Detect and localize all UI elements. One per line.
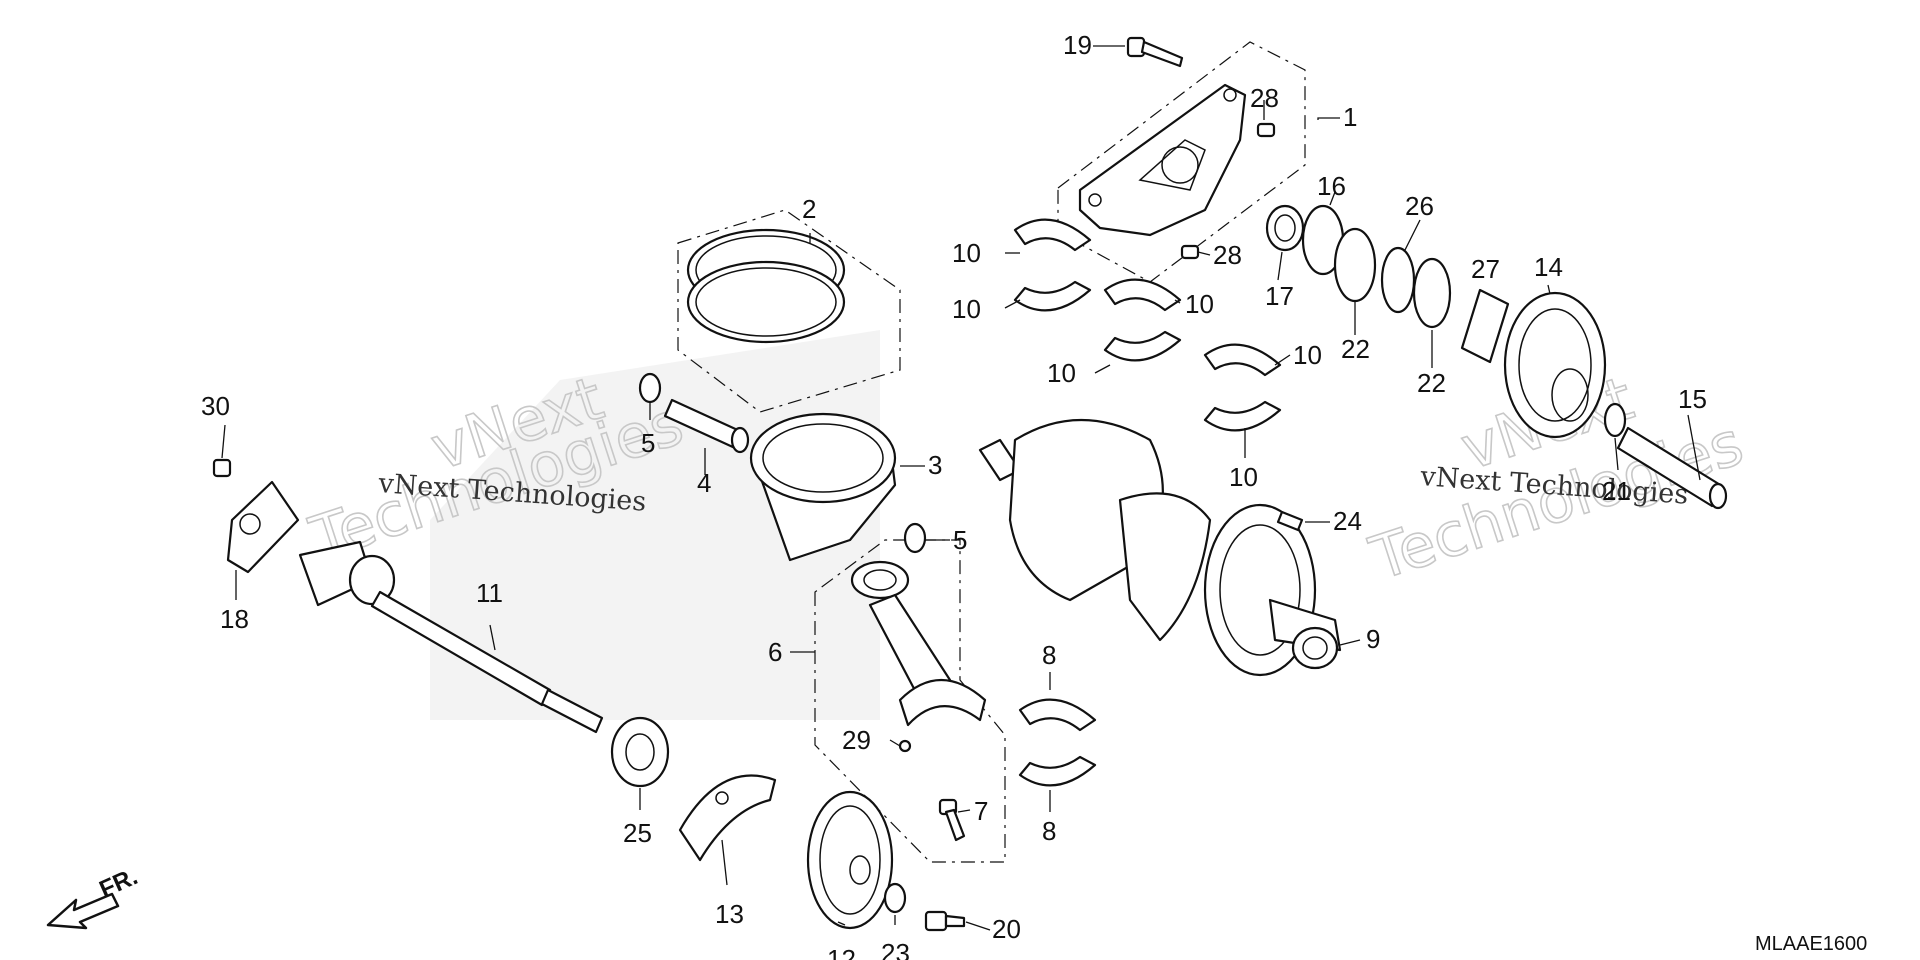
- part-11-shaft: [298, 540, 604, 734]
- callout-10-f: 10: [1229, 462, 1258, 492]
- part-22-washer-a: [1333, 227, 1377, 303]
- callout-28-lower: 28: [1213, 240, 1242, 270]
- part-12-gear: [806, 790, 894, 930]
- part-19-bolt: [1126, 36, 1184, 68]
- part-3-piston: [749, 412, 897, 562]
- part-8-bearing-b: [1018, 755, 1097, 787]
- callout-4: 4: [697, 468, 711, 498]
- part-8-bearing-a: [1018, 698, 1097, 732]
- callout-22-a: 22: [1341, 334, 1370, 364]
- callout-20: 20: [992, 914, 1021, 944]
- callout-18: 18: [220, 604, 249, 634]
- callout-24: 24: [1333, 506, 1362, 536]
- part-22-washer-b: [1412, 257, 1452, 329]
- callout-10-b: 10: [952, 294, 981, 324]
- part-24-key: [1276, 510, 1304, 532]
- callout-10-e: 10: [1293, 340, 1322, 370]
- callout-9: 9: [1366, 624, 1380, 654]
- callout-6: 6: [768, 637, 782, 667]
- part-23-washer: [883, 882, 907, 914]
- part-10-bearing-upper-left-a: [1013, 218, 1092, 252]
- callout-21: 21: [1602, 476, 1631, 506]
- part-7-rod-bolt: [938, 798, 966, 842]
- part-15-balancer-shaft: [1616, 426, 1728, 510]
- diagram-code: MLAAE1600: [1755, 933, 1867, 955]
- callout-29: 29: [842, 725, 871, 755]
- part-6-connecting-rod: [850, 560, 987, 727]
- part-20-bolt: [924, 910, 966, 932]
- callout-2: 2: [802, 194, 816, 224]
- part-10-bearing-middle-b: [1103, 330, 1182, 362]
- callout-26: 26: [1405, 191, 1434, 221]
- part-17-bearing: [1265, 204, 1305, 252]
- part-28-dowel-lower: [1180, 244, 1200, 260]
- callout-5-upper: 5: [641, 428, 655, 458]
- front-direction-arrow: FR.: [46, 863, 142, 930]
- group-outline-piston-rings: [677, 209, 901, 413]
- part-28-dowel-upper: [1256, 122, 1276, 138]
- callout-10-a: 10: [952, 238, 981, 268]
- part-2-piston-rings: [686, 228, 846, 344]
- leader-lines: [221, 45, 1701, 931]
- part-4-piston-pin: [663, 398, 750, 454]
- part-29-pin: [898, 739, 912, 753]
- part-10-bearing-middle-a: [1103, 278, 1182, 312]
- callout-15: 15: [1678, 384, 1707, 414]
- part-10-bearing-upper-left-b: [1013, 280, 1092, 312]
- callout-3: 3: [928, 450, 942, 480]
- callout-16: 16: [1317, 171, 1346, 201]
- callout-13: 13: [715, 899, 744, 929]
- group-outline-connecting-rod: [814, 539, 1006, 863]
- callout-25: 25: [623, 818, 652, 848]
- callout-10-c: 10: [1185, 289, 1214, 319]
- callout-1: 1: [1343, 102, 1357, 132]
- callout-8-lower: 8: [1042, 816, 1056, 846]
- callout-8-upper: 8: [1042, 640, 1056, 670]
- part-14-gear: [1503, 291, 1607, 439]
- callout-10-d: 10: [1047, 358, 1076, 388]
- part-13-plate: [678, 774, 777, 862]
- callout-12: 12: [827, 944, 856, 960]
- part-5-clip-lower: [903, 522, 927, 554]
- callout-17: 17: [1265, 281, 1294, 311]
- callout-27: 27: [1471, 254, 1500, 284]
- part-26-thrust-bearing: [1380, 246, 1416, 314]
- callout-14: 14: [1534, 252, 1563, 282]
- part-25-bearing: [610, 716, 670, 788]
- watermark-dot-texture: [430, 330, 880, 720]
- part-18-gasket: [226, 480, 300, 574]
- part-1-cover: [1078, 83, 1247, 237]
- callout-23: 23: [881, 938, 910, 960]
- part-27-needle-bearing: [1460, 288, 1510, 364]
- arrow-icon: [46, 892, 120, 930]
- callout-30: 30: [201, 391, 230, 421]
- part-10-bearing-right-b: [1203, 400, 1282, 432]
- part-30-bolt: [212, 458, 232, 478]
- callout-5-lower: 5: [953, 525, 967, 555]
- callout-11: 11: [476, 578, 503, 608]
- callout-22-b: 22: [1417, 368, 1446, 398]
- part-9-crankshaft: [978, 419, 1342, 677]
- callout-28-upper: 28: [1250, 83, 1279, 113]
- callout-7: 7: [974, 796, 988, 826]
- part-5-clip-upper: [638, 372, 662, 404]
- part-21-clip: [1603, 402, 1627, 438]
- part-10-bearing-right-a: [1203, 343, 1282, 377]
- callout-19: 19: [1063, 30, 1092, 60]
